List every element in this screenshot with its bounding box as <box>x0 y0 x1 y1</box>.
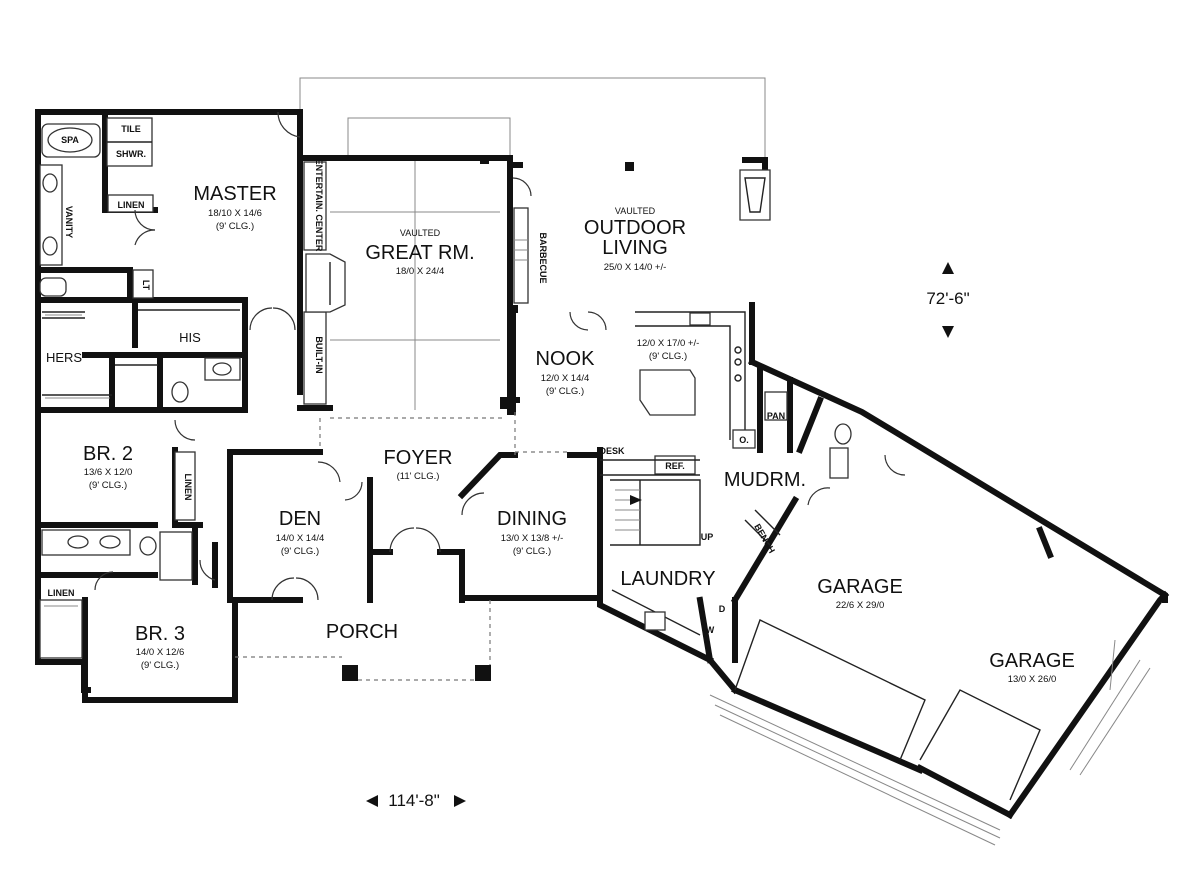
tile-label: TILE <box>121 124 141 134</box>
width-arrow-right <box>454 795 466 807</box>
room-labels: MASTER 18/10 X 14/6 (9' CLG.) VAULTED GR… <box>83 183 1075 685</box>
great-room-dims: 18/0 X 24/4 <box>396 266 445 277</box>
great-room-name: GREAT RM. <box>365 242 474 264</box>
driveway-hatch <box>709 659 1151 846</box>
garage-side-name: GARAGE <box>989 650 1075 672</box>
width-dimension: 114'-8" <box>388 791 440 810</box>
doors <box>94 111 906 601</box>
w-label: W <box>706 625 715 635</box>
width-arrow-left <box>366 795 378 807</box>
foyer-ceiling: (11' CLG.) <box>397 471 440 482</box>
den-name: DEN <box>279 508 321 530</box>
great-room-vaulted: VAULTED <box>400 228 441 238</box>
br3-ceiling: (9' CLG.) <box>141 660 179 671</box>
spa-label: SPA <box>61 135 79 145</box>
linen-br3-label: LINEN <box>48 588 75 598</box>
nook-name: NOOK <box>536 348 596 370</box>
garage-main-name: GARAGE <box>817 576 903 598</box>
garage-side-dims: 13/0 X 26/0 <box>1008 674 1057 685</box>
up-label: UP <box>701 532 714 542</box>
depth-arrow-up <box>942 262 954 274</box>
ref-label: REF. <box>665 461 685 471</box>
br3-dims: 14/0 X 12/6 <box>136 647 185 658</box>
br2-name: BR. 2 <box>83 443 133 465</box>
nook-ceiling: (9' CLG.) <box>546 386 584 397</box>
outdoor-vaulted: VAULTED <box>615 206 656 216</box>
dining-dims: 13/0 X 13/8 +/- <box>501 533 564 544</box>
foyer-name: FOYER <box>384 447 453 469</box>
depth-arrow-down <box>942 326 954 338</box>
porch-name: PORCH <box>326 621 398 643</box>
br3-name: BR. 3 <box>135 623 185 645</box>
dining-ceiling: (9' CLG.) <box>513 546 551 557</box>
den-ceiling: (9' CLG.) <box>281 546 319 557</box>
roof-outline <box>299 77 766 410</box>
outdoor-dims: 25/0 X 14/0 +/- <box>604 262 667 273</box>
d-label: D <box>719 604 726 614</box>
desk-label: DESK <box>599 446 625 456</box>
details <box>39 117 1151 846</box>
barbecue-label: BARBECUE <box>538 232 548 283</box>
br2-ceiling: (9' CLG.) <box>89 480 127 491</box>
master-dims: 18/10 X 14/6 <box>208 208 262 219</box>
pan-label: PAN <box>767 411 785 421</box>
o-label: O. <box>739 435 749 445</box>
lt-label: LT <box>141 280 151 291</box>
linen-master-label: LINEN <box>118 200 145 210</box>
master-ceiling: (9' CLG.) <box>216 221 254 232</box>
kitchen-dims: 12/0 X 17/0 +/- <box>637 338 700 349</box>
depth-dimension: 72'-6" <box>926 289 969 308</box>
entertain-label: ENTERTAIN. CENTER <box>314 159 324 252</box>
shwr-label: SHWR. <box>116 149 146 159</box>
overall-dimensions: 114'-8" 72'-6" <box>366 262 970 810</box>
outdoor-name-1: OUTDOOR <box>584 217 686 239</box>
linen-br2-label: LINEN <box>183 474 193 501</box>
outdoor-name-2: LIVING <box>602 237 668 259</box>
mudroom-name: MUDRM. <box>724 469 806 491</box>
built-in-label: BUILT-IN <box>314 336 324 373</box>
his-label: HIS <box>179 330 201 345</box>
nook-dims: 12/0 X 14/4 <box>541 373 590 384</box>
garage-main-dims: 22/6 X 29/0 <box>836 600 885 611</box>
den-dims: 14/0 X 14/4 <box>276 533 325 544</box>
kitchen-ceiling: (9' CLG.) <box>649 351 687 362</box>
posts <box>342 155 634 681</box>
laundry-name: LAUNDRY <box>620 568 715 590</box>
vanity-label: VANITY <box>64 206 74 238</box>
master-name: MASTER <box>193 183 276 205</box>
interior-walls <box>35 112 1054 703</box>
br2-dims: 13/6 X 12/0 <box>84 467 133 478</box>
dining-name: DINING <box>497 508 567 530</box>
hers-label: HERS <box>46 350 82 365</box>
